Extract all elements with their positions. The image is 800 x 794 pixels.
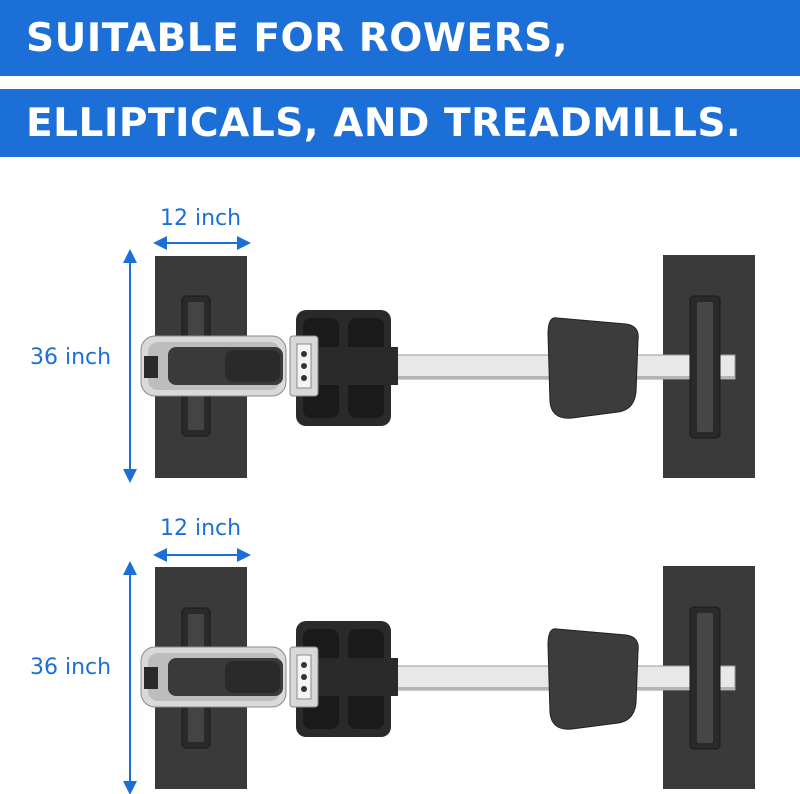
headline-line-2: ELLIPTICALS, AND TREADMILLS. (26, 100, 742, 146)
headline-banner-line-1: SUITABLE FOR ROWERS, (0, 0, 800, 76)
headline-banner-line-2: ELLIPTICALS, AND TREADMILLS. (0, 89, 800, 157)
seat (547, 628, 639, 730)
headline-line-1: SUITABLE FOR ROWERS, (26, 15, 569, 61)
seat (547, 317, 639, 419)
width-label: 12 inch (160, 206, 242, 231)
length-label: 36 inch (30, 655, 112, 680)
rower-diagram-top (123, 236, 755, 483)
width-label: 12 inch (160, 516, 242, 541)
rower-diagram-bottom (123, 548, 755, 794)
length-label: 36 inch (30, 345, 112, 370)
